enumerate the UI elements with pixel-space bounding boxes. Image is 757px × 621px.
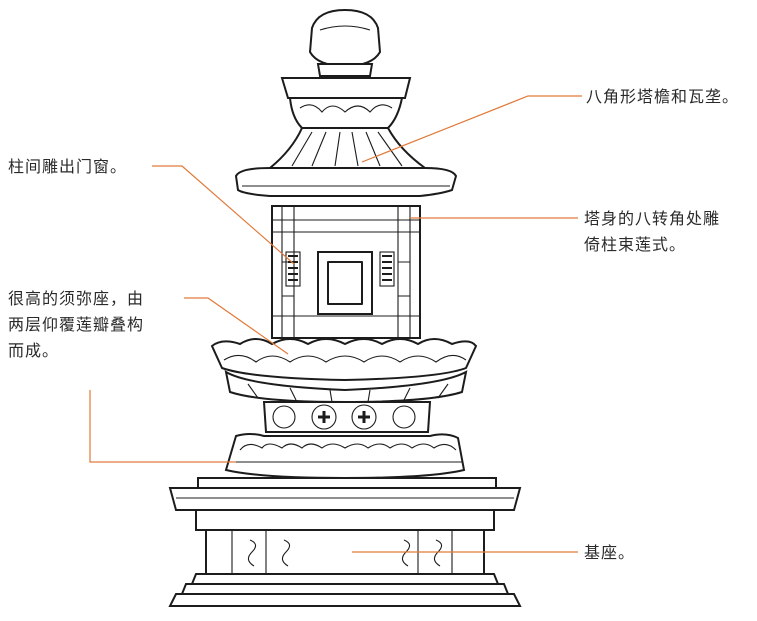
label-windows: 柱间雕出门窗。 <box>8 154 127 180</box>
label-base-high-line1: 很高的须弥座，由 <box>8 289 145 308</box>
label-roof: 八角形塔檐和瓦垄。 <box>586 84 739 110</box>
roof-cap <box>280 77 412 129</box>
label-base-high-line3: 而成。 <box>8 341 60 360</box>
label-corners-line1: 塔身的八转角处雕 <box>584 209 721 228</box>
label-foundation: 基座。 <box>584 540 635 566</box>
label-windows-text: 柱间雕出门窗。 <box>8 157 128 176</box>
label-corners-line2: 倚柱束莲式。 <box>584 235 687 254</box>
leader-base-high-2 <box>89 390 236 463</box>
roof-eave <box>234 127 458 197</box>
label-base-high: 很高的须弥座，由 两层仰覆莲瓣叠构 而成。 <box>8 286 144 364</box>
label-corners: 塔身的八转角处雕 倚柱束莲式。 <box>584 206 720 258</box>
leader-windows <box>152 165 295 265</box>
label-base-high-line2: 两层仰覆莲瓣叠构 <box>8 315 145 334</box>
foundation-base <box>168 477 522 607</box>
finial <box>308 8 382 77</box>
lotus-lower <box>224 433 466 480</box>
leader-lines <box>89 95 582 553</box>
leader-roof <box>361 95 582 163</box>
leader-base-high <box>184 297 289 355</box>
lotus-upper <box>210 338 478 404</box>
tower-body <box>271 205 421 339</box>
label-roof-text: 八角形塔檐和瓦垄。 <box>586 87 740 106</box>
label-foundation-text: 基座。 <box>584 543 636 562</box>
waist-band <box>262 401 432 433</box>
